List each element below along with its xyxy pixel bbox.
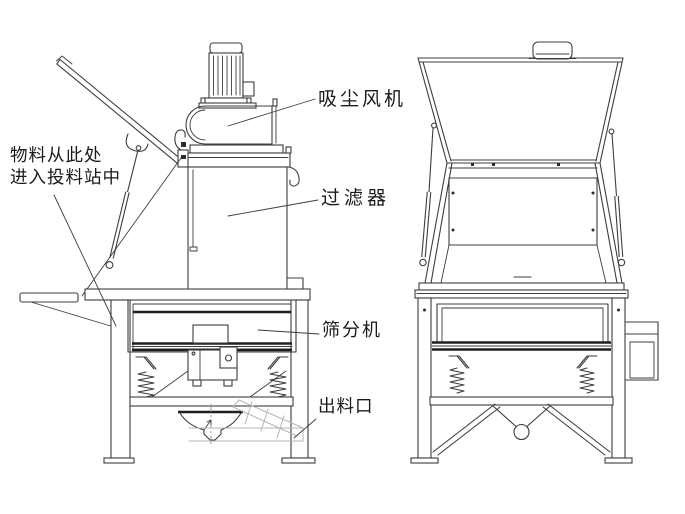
- spring-right: [269, 371, 287, 398]
- right-screener: [431, 341, 612, 441]
- label-fan: 吸尘风机: [318, 89, 407, 110]
- flap-end-hook: [56, 55, 73, 65]
- discharge-pipe: [513, 423, 530, 441]
- motor: [198, 42, 257, 109]
- gas-strut-left-view: [105, 145, 142, 269]
- gas-strut-front-right: [608, 128, 626, 267]
- v-discharge: [492, 405, 551, 427]
- leader-lines: [53, 98, 320, 439]
- hopper-lid-open: [417, 41, 624, 166]
- brace-right: [542, 403, 611, 456]
- hopper-body: [418, 162, 625, 291]
- lid-handle: [528, 41, 577, 60]
- shelf-brace: [30, 301, 115, 328]
- leader-feed: [53, 194, 117, 327]
- label-feed: 物料从此处 进入投料站中: [10, 144, 121, 189]
- label-feed-line2: 进入投料站中: [10, 167, 121, 188]
- flap-lid-open: [56, 55, 189, 297]
- motor-junction-box: [242, 81, 255, 97]
- right-frame-leg-right: [611, 297, 626, 459]
- filter-box: [187, 166, 304, 291]
- left-frame-bottom-beam: [129, 396, 294, 407]
- toggle-clamp-right: [288, 166, 300, 187]
- spring-front-right: [579, 367, 595, 394]
- label-filter: 过滤器: [321, 188, 391, 209]
- label-screener: 筛分机: [322, 320, 382, 340]
- spring-left: [137, 371, 155, 398]
- side-discharge-box: [624, 321, 659, 381]
- feed-shelf: [19, 292, 115, 328]
- strut-gusset: [125, 133, 149, 152]
- right-frame-bottom-beam: [429, 396, 614, 406]
- label-feed-line1: 物料从此处: [10, 145, 103, 165]
- left-frame-leg-left: [110, 299, 131, 459]
- spring-front-left: [449, 367, 465, 394]
- outlet-chute: [188, 399, 304, 442]
- leader-outlet: [293, 418, 317, 439]
- screener: [131, 324, 293, 398]
- leader-filter: [227, 199, 319, 217]
- discharge: [178, 399, 304, 446]
- right-frame-leg-left: [417, 297, 432, 459]
- flap-support-rod: [81, 157, 182, 297]
- gas-strut-front-left: [419, 122, 437, 267]
- brace-left: [432, 403, 501, 456]
- vibration-motor: [187, 324, 238, 387]
- right-frame: [410, 289, 633, 464]
- leader-screener: [257, 329, 320, 335]
- left-frame: [84, 288, 316, 464]
- leader-fan: [227, 98, 316, 127]
- toggle-clamp-left: [174, 129, 186, 151]
- label-outlet: 出料口: [318, 396, 374, 416]
